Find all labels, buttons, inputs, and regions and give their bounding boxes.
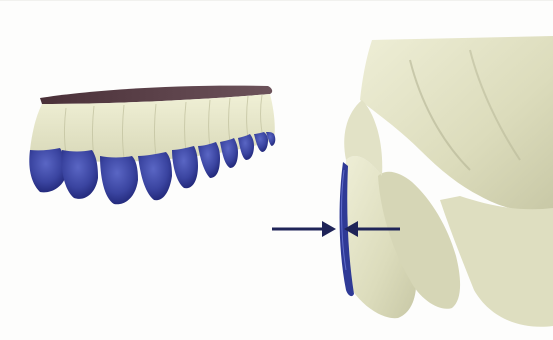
veneer-illustration <box>0 0 553 340</box>
frame <box>0 0 553 340</box>
